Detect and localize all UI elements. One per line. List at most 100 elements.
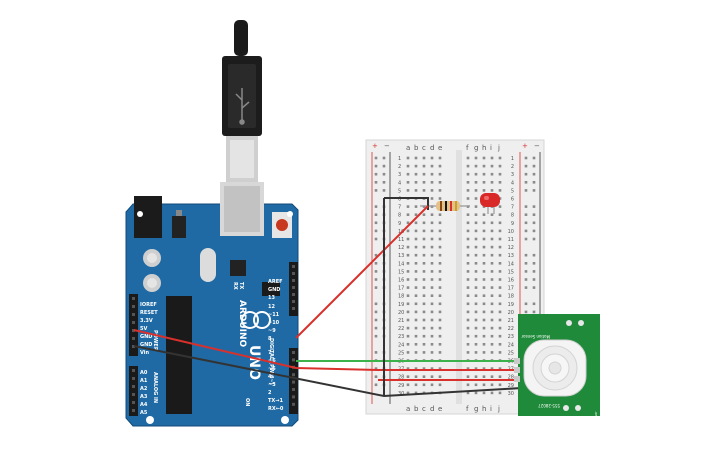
breadboard-hole	[414, 229, 418, 233]
breadboard-hole	[482, 302, 486, 306]
breadboard-hole	[406, 383, 410, 387]
breadboard-hole	[498, 253, 502, 257]
breadboard-hole	[406, 229, 410, 233]
breadboard-hole	[490, 343, 494, 346]
reset-button[interactable]	[276, 219, 288, 231]
breadboard-hole	[406, 302, 410, 306]
pir-mount-hole	[578, 320, 584, 326]
breadboard-hole	[474, 213, 478, 216]
header-pin	[292, 286, 295, 289]
header-pin	[132, 337, 135, 340]
breadboard-hole	[422, 237, 426, 241]
row-label: 29	[508, 383, 514, 389]
header-pin	[292, 265, 295, 268]
breadboard-hole	[438, 270, 442, 273]
power-pin-label: Vin	[140, 350, 149, 356]
rail-hole	[524, 270, 528, 273]
rail-hole	[374, 253, 378, 257]
breadboard-hole	[430, 253, 434, 257]
breadboard-hole	[482, 286, 486, 289]
power-pin-label: RESET	[140, 310, 158, 316]
rail-hole	[374, 189, 378, 192]
row-label: 6	[511, 197, 514, 203]
rail-hole	[374, 302, 378, 306]
breadboard-hole	[406, 343, 410, 346]
breadboard-hole	[490, 326, 494, 330]
pir-bottom-label: 555-28027	[538, 403, 560, 408]
breadboard-hole	[466, 310, 470, 314]
arduino-model-label: UNO	[246, 345, 262, 380]
rail-hole	[374, 310, 378, 314]
breadboard-hole	[414, 189, 418, 192]
breadboard-hole	[430, 213, 434, 216]
breadboard-hole	[406, 351, 410, 354]
row-label: 19	[398, 302, 404, 308]
row-label: 25	[398, 350, 404, 356]
breadboard-hole	[438, 172, 442, 176]
breadboard-hole	[430, 172, 434, 176]
rail-hole	[374, 375, 378, 378]
digital-pin-label: ~6	[268, 358, 276, 364]
column-label: a	[406, 144, 410, 152]
breadboard-hole	[422, 156, 426, 160]
breadboard-hole	[414, 164, 418, 168]
breadboard-hole	[490, 237, 494, 241]
column-label: e	[438, 144, 442, 152]
breadboard-hole	[438, 375, 442, 378]
breadboard-hole	[474, 310, 478, 314]
digital-pin-label: ~11	[268, 312, 280, 318]
breadboard-hole	[422, 318, 426, 322]
rail-hole	[524, 221, 528, 225]
breadboard-hole	[482, 334, 486, 338]
digital-pin-label: ~10	[268, 320, 280, 326]
tx-led-label: TX	[238, 282, 244, 289]
breadboard-hole	[474, 229, 478, 233]
usb-cable	[222, 20, 262, 182]
arduino-logo	[241, 311, 271, 329]
header-pin	[132, 393, 135, 396]
header-pin	[292, 402, 295, 406]
breadboard-hole	[474, 181, 478, 184]
row-label: 17	[508, 286, 514, 292]
breadboard-hole	[430, 197, 434, 200]
breadboard-hole	[466, 172, 470, 176]
wires	[133, 197, 523, 398]
breadboard-hole	[414, 318, 418, 322]
digital-pin-label: 8	[268, 336, 272, 342]
rail-hole	[374, 334, 378, 338]
breadboard-hole	[490, 383, 494, 387]
breadboard-hole	[482, 221, 486, 225]
rail-hole	[532, 229, 536, 233]
row-label: 9	[398, 221, 401, 227]
row-label: 18	[398, 294, 404, 300]
breadboard-hole	[430, 181, 434, 184]
breadboard-hole	[430, 326, 434, 330]
breadboard-hole	[466, 221, 470, 225]
breadboard-hole	[466, 237, 470, 241]
breadboard-hole	[466, 318, 470, 322]
breadboard-hole	[482, 343, 486, 346]
breadboard-hole	[430, 375, 434, 378]
breadboard-hole	[482, 375, 486, 378]
header-pin	[132, 305, 135, 308]
header-pin	[132, 345, 135, 348]
breadboard-hole	[498, 213, 502, 216]
rail-minus-label: −	[384, 142, 390, 150]
breadboard-hole	[406, 253, 410, 257]
breadboard-hole	[466, 334, 470, 338]
breadboard-hole	[482, 262, 486, 265]
breadboard-hole	[406, 326, 410, 330]
row-label: 14	[508, 261, 514, 267]
breadboard-hole	[498, 351, 502, 354]
column-label: f	[466, 144, 469, 152]
rail-hole	[374, 164, 378, 168]
breadboard-hole	[474, 343, 478, 346]
led-body	[480, 193, 500, 207]
breadboard-hole	[474, 391, 478, 395]
row-label: 3	[398, 172, 401, 178]
breadboard-hole	[466, 253, 470, 257]
rail-hole	[524, 253, 528, 257]
breadboard-hole	[482, 181, 486, 184]
breadboard-hole	[406, 310, 410, 314]
